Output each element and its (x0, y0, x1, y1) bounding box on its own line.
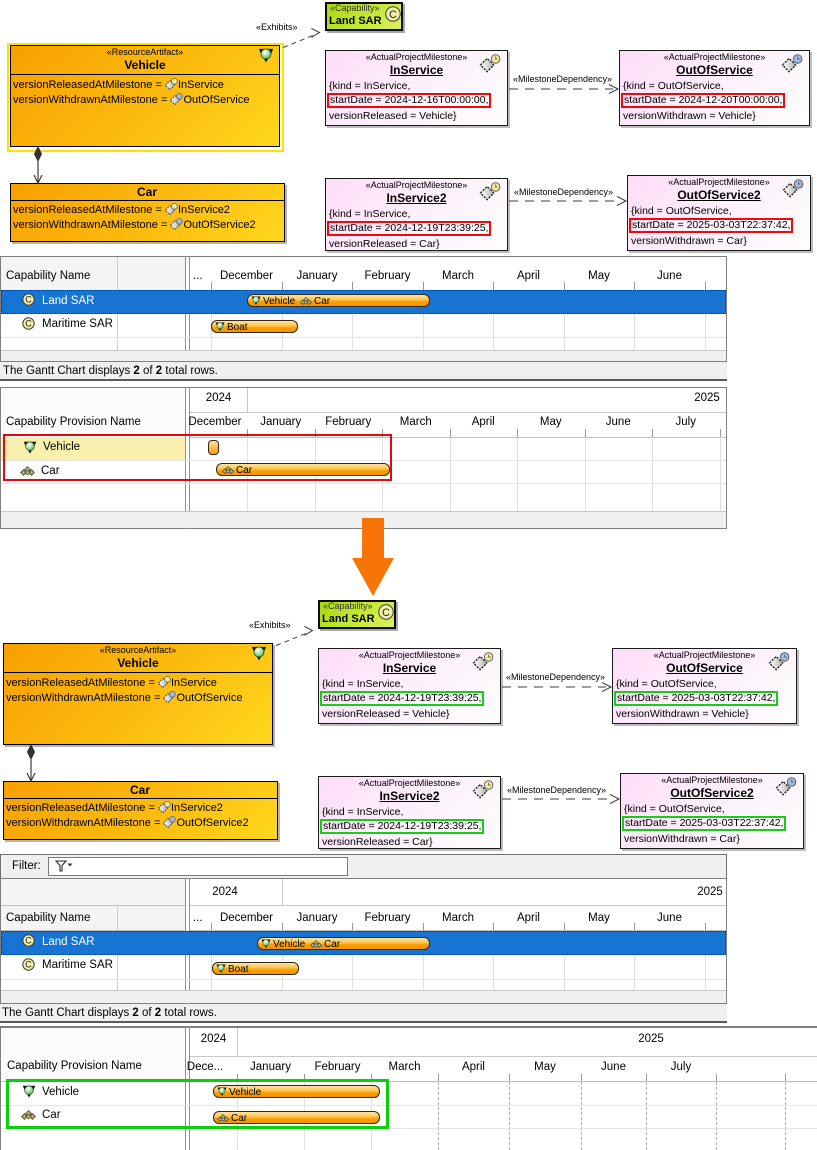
svg-text:C: C (25, 960, 32, 970)
svg-text:C: C (25, 295, 32, 305)
svg-text:C: C (389, 9, 397, 21)
svg-text:C: C (382, 607, 390, 619)
svg-text:C: C (25, 936, 32, 946)
svg-text:C: C (25, 319, 32, 329)
